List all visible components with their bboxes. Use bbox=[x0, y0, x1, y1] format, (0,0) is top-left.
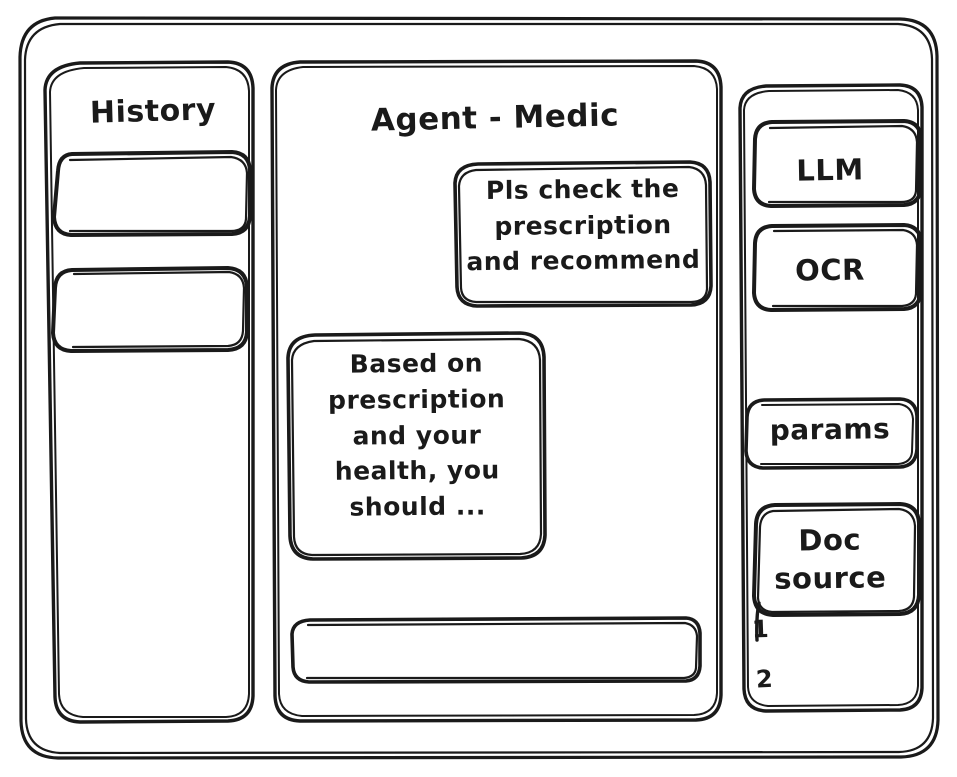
history-item-1[interactable] bbox=[54, 152, 252, 236]
tool-button-doc-source[interactable]: Doc source bbox=[754, 504, 920, 615]
tool-button-llm[interactable]: LLM bbox=[754, 121, 922, 206]
tool-doc-source-label: Doc source bbox=[774, 522, 887, 596]
composer-input[interactable] bbox=[292, 618, 702, 682]
page-title: Agent - Medic bbox=[370, 97, 620, 139]
doc-source-item-1[interactable]: 1 bbox=[751, 614, 770, 644]
tool-params-label: params bbox=[769, 412, 891, 447]
tool-button-ocr[interactable]: OCR bbox=[754, 225, 922, 310]
user-message-text: Pls check the prescription and recommend bbox=[466, 173, 701, 277]
history-panel-title: History bbox=[89, 92, 217, 131]
tool-button-params[interactable]: params bbox=[746, 399, 918, 468]
tool-llm-label: LLM bbox=[796, 152, 864, 188]
doc-source-item-2[interactable]: 2 bbox=[755, 664, 774, 694]
assistant-message-text: Based on prescription and your health, y… bbox=[327, 348, 506, 522]
tool-ocr-label: OCR bbox=[794, 252, 866, 288]
history-item-2[interactable] bbox=[53, 268, 249, 352]
user-message-bubble: Pls check the prescription and recommend bbox=[455, 162, 711, 307]
